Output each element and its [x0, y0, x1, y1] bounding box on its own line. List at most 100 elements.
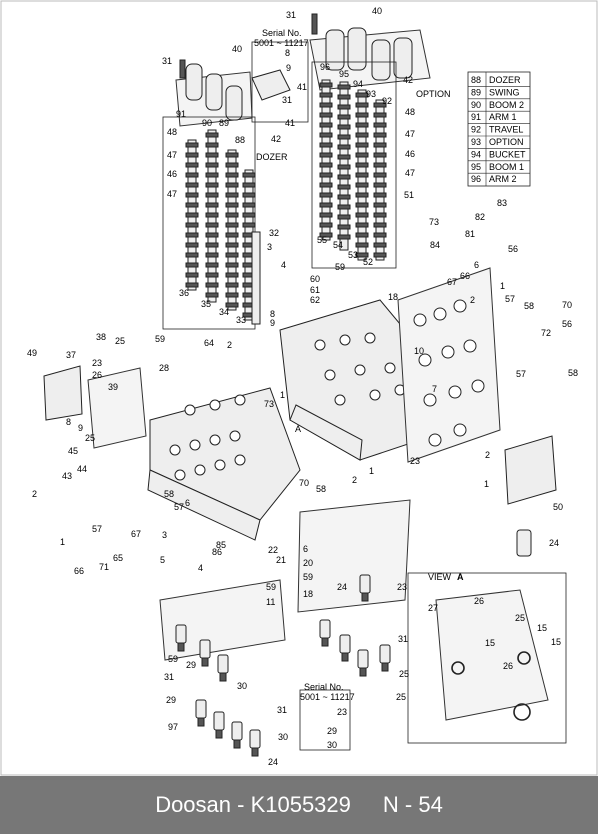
callout-number: 58: [316, 484, 326, 494]
legend-num: 92: [471, 125, 481, 135]
option-label: OPTION: [416, 89, 451, 99]
callout-number: 47: [167, 150, 177, 160]
callout-number: 23: [337, 707, 347, 717]
callout-number: 51: [404, 190, 414, 200]
callout-number: 46: [167, 169, 177, 179]
callout-number: 47: [405, 129, 415, 139]
spool-cover-right: [309, 13, 431, 91]
legend-num: 89: [471, 87, 481, 97]
callout-number: 82: [475, 212, 485, 222]
callout-number: 47: [405, 168, 415, 178]
callout-number: 30: [278, 732, 288, 742]
callout-number: 29: [186, 660, 196, 670]
serial-top-line2: 5001 ~ 11217: [254, 38, 309, 48]
valve-body-lower: [147, 387, 301, 541]
callout-number: 24: [268, 757, 278, 767]
callout-number: 2: [227, 340, 232, 350]
callout-number: 8: [66, 417, 71, 427]
callout-number: 6: [303, 544, 308, 554]
callout-number: 7: [432, 384, 437, 394]
callout-number: 81: [465, 229, 475, 239]
view-a-box: [407, 572, 567, 744]
callout-number: 59: [155, 334, 165, 344]
legend-num: 88: [471, 75, 481, 85]
callout-number: 91: [176, 109, 186, 119]
callout-number: 95: [339, 69, 349, 79]
callout-number: 38: [96, 332, 106, 342]
parts-diagram: Serial No. 5001 ~ 11217: [0, 0, 598, 776]
spool-group-left: [162, 116, 256, 330]
spool-group-right: [311, 61, 397, 269]
callout-number: 20: [303, 558, 313, 568]
callout-number: 10: [414, 346, 424, 356]
view-label: VIEW: [428, 572, 452, 582]
view-letter: A: [457, 572, 464, 582]
legend-name: SWING: [489, 87, 520, 97]
callout-number: 31: [164, 672, 174, 682]
legend-name: ARM 2: [489, 174, 517, 184]
footer-page: N - 54: [382, 792, 443, 817]
callout-number: 67: [447, 277, 457, 287]
callout-number: 18: [303, 589, 313, 599]
callout-number: 97: [168, 722, 178, 732]
callout-number: 3: [162, 530, 167, 540]
callout-number: 34: [219, 307, 229, 317]
callout-number: 1: [369, 466, 374, 476]
callout-number: 25: [396, 692, 406, 702]
callout-number: 41: [285, 118, 295, 128]
callout-number: 25: [85, 433, 95, 443]
callout-number: 89: [219, 118, 229, 128]
callout-number: 72: [541, 328, 551, 338]
diagram-frame: [0, 0, 598, 776]
callout-number: 45: [68, 446, 78, 456]
callout-number: 1: [60, 537, 65, 547]
callout-number: 9: [286, 63, 291, 73]
callout-number: 15: [537, 623, 547, 633]
callout-number: 23: [92, 358, 102, 368]
callout-number: 31: [398, 634, 408, 644]
legend-num: 95: [471, 162, 481, 172]
serial-bottom-line2: 5001 ~ 11217: [300, 692, 355, 702]
callout-number: 29: [327, 726, 337, 736]
callout-number: 26: [503, 661, 513, 671]
legend-num: 90: [471, 100, 481, 110]
callout-number: 73: [264, 399, 274, 409]
callout-number: 2: [352, 475, 357, 485]
callout-number: 61: [310, 285, 320, 295]
block-37: [43, 365, 83, 421]
callout-number: 8: [285, 48, 290, 58]
callout-number: 24: [337, 582, 347, 592]
callout-number: 18: [388, 292, 398, 302]
callout-number: 59: [335, 262, 345, 272]
long-bolt-32: [251, 231, 261, 325]
callout-number: 44: [77, 464, 87, 474]
side-plate-left: [87, 367, 147, 449]
callout-number: 25: [115, 336, 125, 346]
callout-number: 9: [78, 423, 83, 433]
spool-cover-left: [175, 59, 291, 127]
callout-number: 40: [232, 44, 242, 54]
callout-number: 59: [168, 654, 178, 664]
callout-number: 88: [235, 135, 245, 145]
callout-number: 42: [271, 134, 281, 144]
callout-number: 28: [159, 363, 169, 373]
callout-number: 5: [160, 555, 165, 565]
callout-number: 84: [430, 240, 440, 250]
callout-number: 15: [485, 638, 495, 648]
callout-number: 49: [27, 348, 37, 358]
callout-number: 55: [317, 235, 327, 245]
callout-number: 90: [202, 118, 212, 128]
callout-number: 6: [185, 498, 190, 508]
callout-number: 11: [266, 597, 275, 607]
callout-number: 25: [399, 669, 409, 679]
callout-number: 29: [166, 695, 176, 705]
serial-box-top: [251, 41, 309, 123]
callout-number: 85: [216, 540, 226, 550]
serial-top-line1: Serial No.: [262, 28, 302, 38]
callout-number: 56: [562, 319, 572, 329]
callout-number: 37: [66, 350, 76, 360]
callout-number: 41: [297, 82, 307, 92]
callout-number: 57: [92, 524, 102, 534]
